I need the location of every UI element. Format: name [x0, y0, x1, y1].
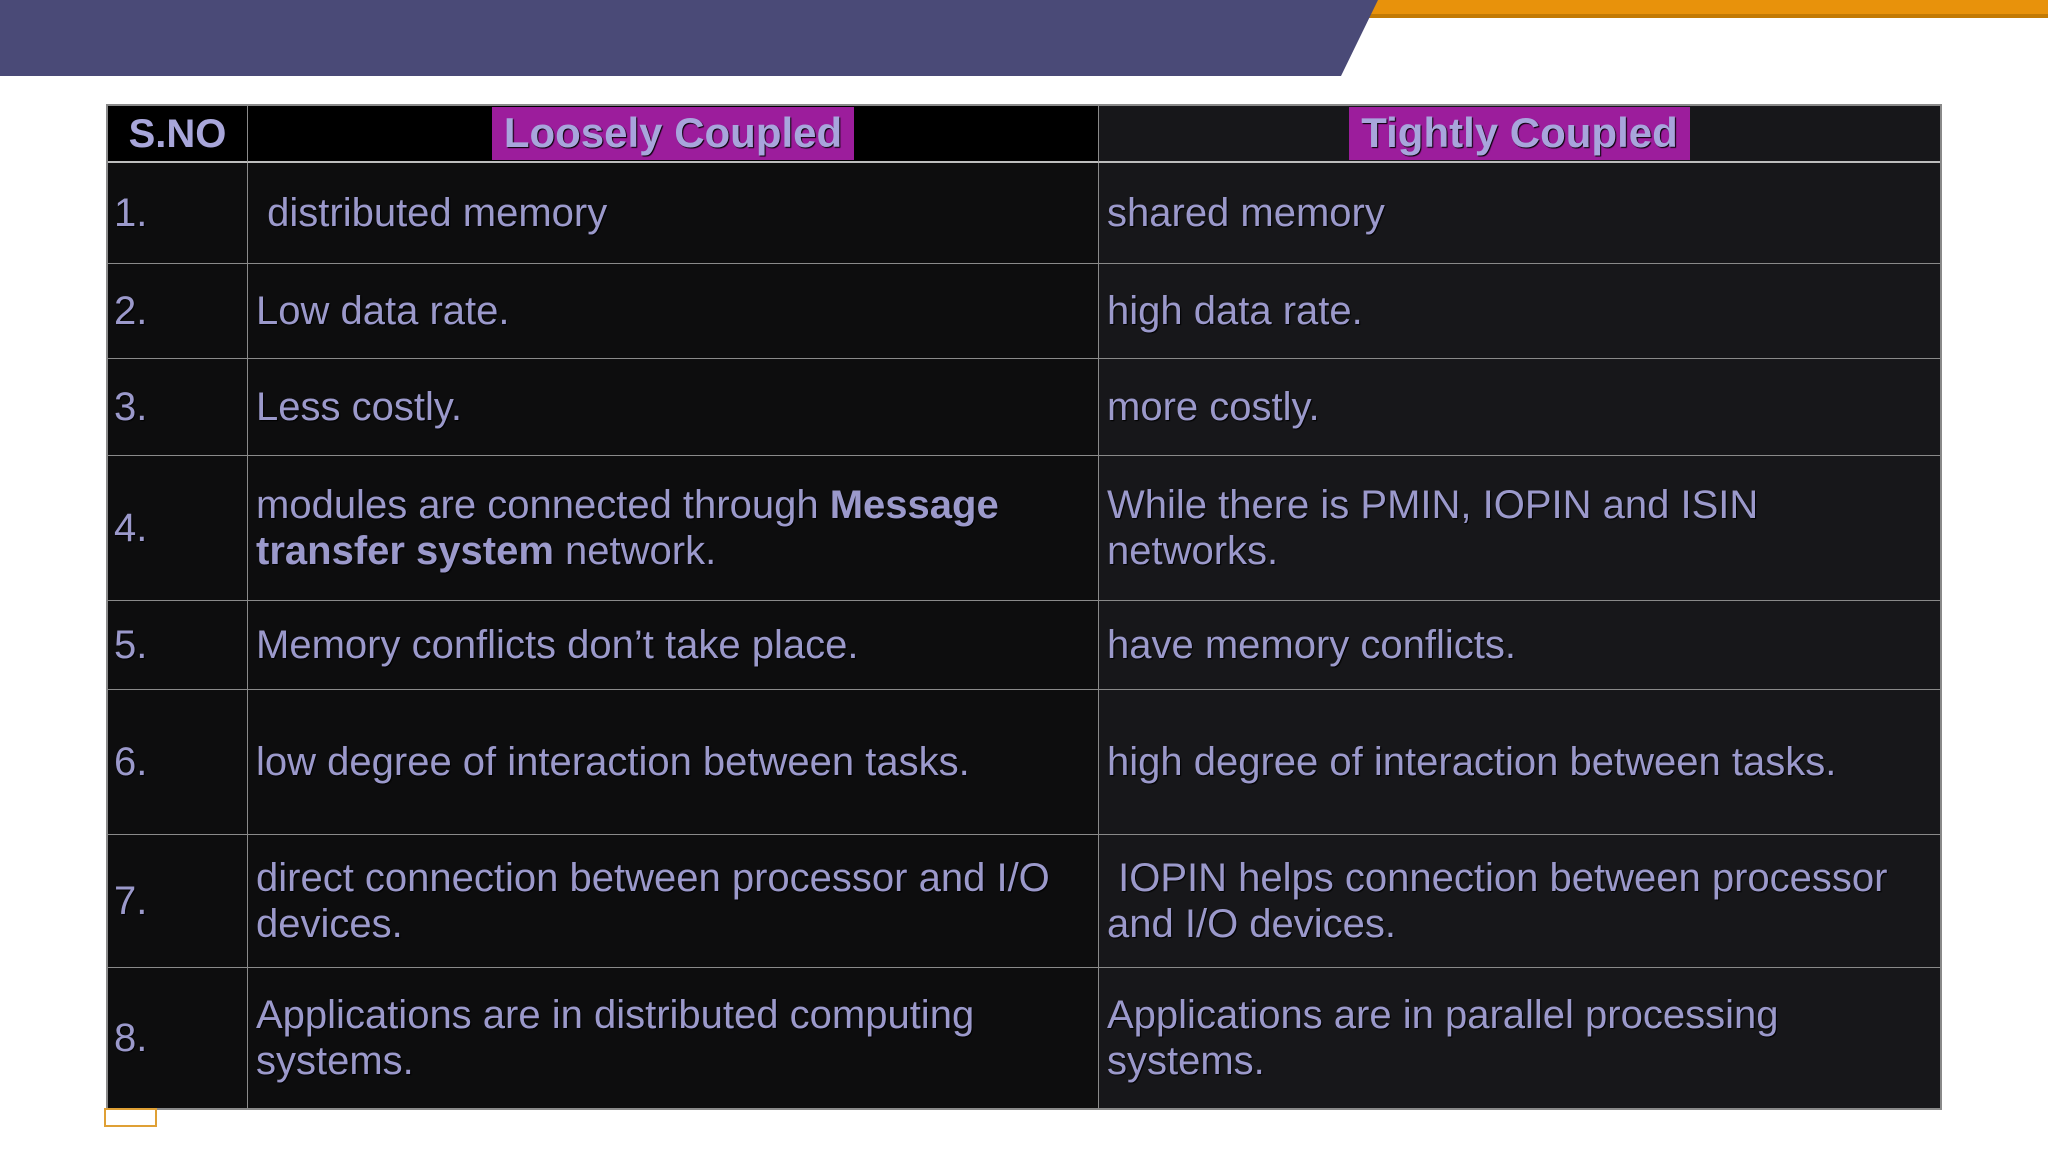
- row-number-cell: 6.: [108, 690, 248, 835]
- row-number-cell: 5.: [108, 601, 248, 690]
- tightly-coupled-cell: high data rate.: [1099, 264, 1940, 359]
- tightly-coupled-cell: While there is PMIN, IOPIN and ISIN netw…: [1099, 456, 1940, 601]
- tightly-coupled-cell: more costly.: [1099, 359, 1940, 456]
- table-header-row: S.NO Loosely Coupled Tightly Coupled: [108, 106, 1940, 163]
- row-number-cell: 1.: [108, 163, 248, 264]
- table-row-7: 7. direct connection between processor a…: [108, 835, 1940, 968]
- row-number-cell: 4.: [108, 456, 248, 601]
- tightly-coupled-cell: IOPIN helps connection between processor…: [1099, 835, 1940, 968]
- row-number-cell: 8.: [108, 968, 248, 1108]
- comparison-table: S.NO Loosely Coupled Tightly Coupled 1. …: [106, 104, 1942, 1110]
- table-row-3: 3. Less costly. more costly.: [108, 359, 1940, 456]
- column-header-tightly-coupled: Tightly Coupled: [1099, 106, 1940, 163]
- bold-text-segment: Message transfer system: [256, 483, 1010, 573]
- table-row-1: 1. distributed memory shared memory: [108, 163, 1940, 264]
- loosely-coupled-cell: Memory conflicts don’t take place.: [248, 601, 1099, 690]
- tightly-coupled-cell: high degree of interaction between tasks…: [1099, 690, 1940, 835]
- rich-text: modules are connected through Message tr…: [256, 482, 1092, 574]
- tightly-coupled-cell: shared memory: [1099, 163, 1940, 264]
- column-header-loosely-coupled: Loosely Coupled: [248, 106, 1099, 163]
- tightly-coupled-cell: Applications are in parallel processing …: [1099, 968, 1940, 1108]
- loosely-coupled-cell: Applications are in distributed computin…: [248, 968, 1099, 1108]
- table-row-8: 8. Applications are in distributed compu…: [108, 968, 1940, 1108]
- loosely-coupled-cell: Less costly.: [248, 359, 1099, 456]
- orange-accent-stripe: [1290, 0, 2048, 18]
- loosely-coupled-cell: modules are connected through Message tr…: [248, 456, 1099, 601]
- text-segment: modules are connected through: [256, 483, 830, 527]
- table-row-5: 5. Memory conflicts don’t take place. ha…: [108, 601, 1940, 690]
- loosely-coupled-cell: distributed memory: [248, 163, 1099, 264]
- column-header-sno: S.NO: [108, 106, 248, 163]
- table-row-2: 2. Low data rate. high data rate.: [108, 264, 1940, 359]
- text-segment: network.: [553, 529, 717, 573]
- tightly-coupled-cell: have memory conflicts.: [1099, 601, 1940, 690]
- loosely-coupled-highlight: Loosely Coupled: [491, 107, 855, 160]
- table-row-6: 6. low degree of interaction between tas…: [108, 690, 1940, 835]
- table-row-4: 4. modules are connected through Message…: [108, 456, 1940, 601]
- loosely-coupled-cell: low degree of interaction between tasks.: [248, 690, 1099, 835]
- tightly-coupled-highlight: Tightly Coupled: [1349, 107, 1690, 160]
- loosely-coupled-cell: Low data rate.: [248, 264, 1099, 359]
- header-banner: [0, 0, 1378, 76]
- loosely-coupled-cell: direct connection between processor and …: [248, 835, 1099, 968]
- row-number-cell: 2.: [108, 264, 248, 359]
- row-number-cell: 7.: [108, 835, 248, 968]
- row-number-cell: 3.: [108, 359, 248, 456]
- slide-number-placeholder: [104, 1108, 157, 1127]
